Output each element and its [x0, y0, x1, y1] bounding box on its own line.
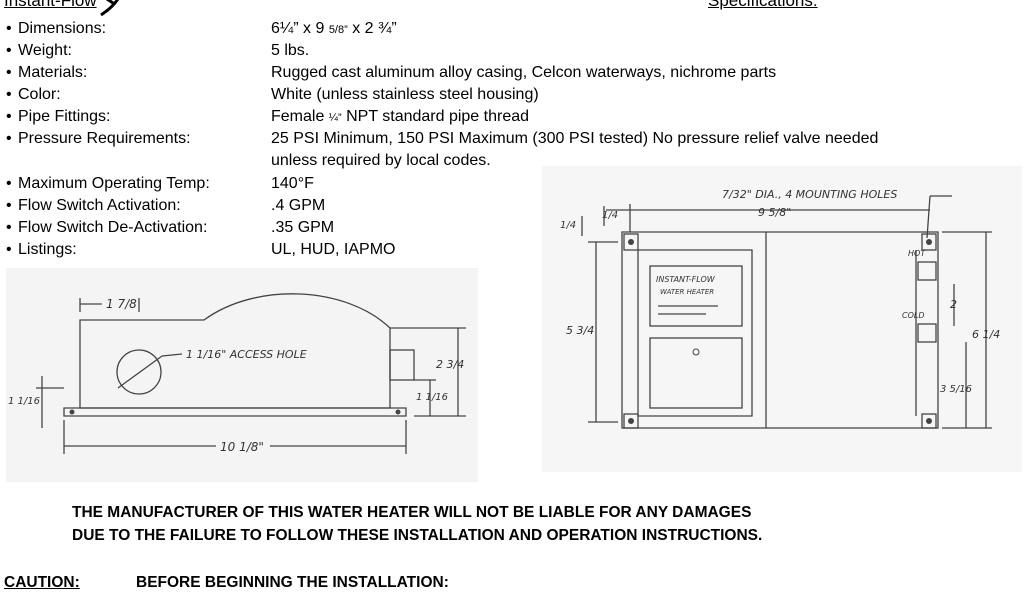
spec-row-materials: •Materials: Rugged cast aluminum alloy c… — [0, 64, 1024, 86]
dim-lower-right-label: 3 5/16 — [940, 384, 972, 395]
spec-value: Female ¼” NPT standard pipe thread — [271, 108, 530, 125]
spec-value: .35 GPM — [271, 219, 335, 236]
spec-label: •Flow Switch Activation: — [6, 197, 181, 214]
dim-height-label: 2 3/4 — [436, 358, 464, 371]
spec-value: 140°F — [271, 175, 314, 192]
spec-label: •Maximum Operating Temp: — [6, 175, 210, 192]
dim-length-label: 10 1/8" — [220, 440, 264, 454]
spec-value: 5 lbs. — [271, 42, 310, 59]
cold-label: COLD — [902, 311, 925, 320]
spec-row-listings: •Listings: UL, HUD, IAPMO — [0, 241, 1024, 263]
spec-label: •Pressure Requirements: — [6, 130, 191, 147]
spec-label: •Dimensions: — [6, 20, 107, 37]
disclaimer-line2: DUE TO THE FAILURE TO FOLLOW THESE INSTA… — [72, 527, 763, 544]
dim-quarter-b-label: 1/4 — [602, 210, 618, 221]
dim-base-label: 1 1/16 — [8, 396, 40, 407]
disclaimer-line1: THE MANUFACTURER OF THIS WATER HEATER WI… — [72, 504, 752, 521]
spec-row-activation: •Flow Switch Activation: .4 GPM — [0, 197, 1024, 219]
dim-width-label: 9 5/8" — [758, 206, 791, 219]
spec-value: .4 GPM — [271, 197, 326, 214]
spec-row-weight: •Weight: 5 lbs. — [0, 42, 1024, 64]
caution-label: CAUTION: — [4, 574, 80, 591]
spec-label: •Listings: — [6, 241, 77, 258]
dim-fitting-label: 1 1/16 — [416, 392, 448, 403]
brand-name: Instant-Flow — [4, 0, 97, 10]
dim-two-label: 2 — [950, 298, 957, 311]
spec-row-pressure-cont: unless required by local codes. — [0, 152, 1024, 174]
spec-value: 25 PSI Minimum, 150 PSI Maximum (300 PSI… — [271, 130, 879, 147]
spec-row-pipe-fittings: •Pipe Fittings: Female ¼” NPT standard p… — [0, 108, 1024, 130]
spec-row-color: •Color: White (unless stainless steel ho… — [0, 86, 1024, 108]
side-view-drawing: 1 7/8 1 1/16" ACCESS HOLE 2 3/4 1 1/16 1… — [6, 268, 478, 482]
spec-value: 6¼” x 9 5/8” x 2 ¾” — [271, 20, 397, 37]
spec-value-continued: unless required by local codes. — [271, 152, 491, 169]
spec-row-max-temp: •Maximum Operating Temp: 140°F — [0, 175, 1024, 197]
spec-row-pressure: •Pressure Requirements: 25 PSI Minimum, … — [0, 130, 1024, 152]
spec-label: •Flow Switch De-Activation: — [6, 219, 208, 236]
spec-row-deactivation: •Flow Switch De-Activation: .35 GPM — [0, 219, 1024, 241]
mounting-holes-label: 7/32" DIA., 4 MOUNTING HOLES — [722, 188, 897, 201]
spec-label: •Pipe Fittings: — [6, 108, 111, 125]
spec-row-dimensions: •Dimensions: 6¼” x 9 5/8” x 2 ¾” — [0, 20, 1024, 42]
nameplate-line2: WATER HEATER — [660, 288, 714, 296]
hot-label: HOT — [908, 249, 926, 258]
spec-value: UL, HUD, IAPMO — [271, 241, 396, 258]
caution-text: BEFORE BEGINNING THE INSTALLATION: — [136, 574, 449, 591]
brand-logo-swash — [97, 0, 121, 22]
spec-value: White (unless stainless steel housing) — [271, 86, 539, 103]
access-hole-label: 1 1/16" ACCESS HOLE — [186, 348, 307, 361]
spec-label: •Color: — [6, 86, 61, 103]
section-title: Specifications: — [708, 0, 818, 10]
dim-right-label: 6 1/4 — [972, 328, 1000, 341]
spec-label: •Materials: — [6, 64, 88, 81]
dim-quarter-a-label: 1/4 — [560, 220, 576, 231]
spec-label: •Weight: — [6, 42, 72, 59]
nameplate-line1: INSTANT-FLOW — [656, 275, 716, 284]
spec-value: Rugged cast aluminum alloy casing, Celco… — [271, 64, 777, 81]
dim-top-label: 1 7/8 — [106, 297, 137, 311]
front-view-drawing: 7/32" DIA., 4 MOUNTING HOLES 9 5/8" 1/4 … — [542, 166, 1022, 472]
brand-heading: Instant-Flow — [4, 0, 121, 22]
dim-left-label: 5 3/4 — [566, 324, 594, 337]
